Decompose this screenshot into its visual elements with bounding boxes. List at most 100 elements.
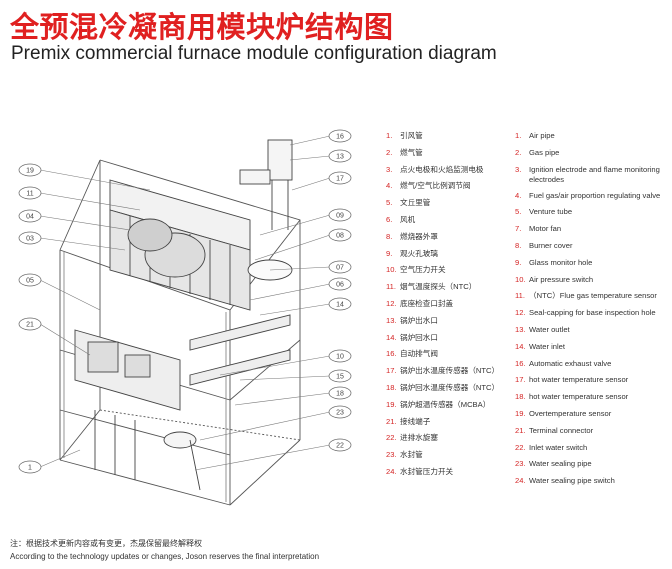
legend-item: 11.烟气温度探头（NTC） bbox=[386, 279, 499, 296]
legend-item: 19.锅炉超温传感器（MCBA） bbox=[386, 397, 499, 414]
legend-num: 19. bbox=[386, 399, 397, 409]
legend-text: Burner cover bbox=[529, 240, 573, 250]
legend-text: Water inlet bbox=[529, 341, 566, 351]
legend-num: 11. bbox=[386, 282, 396, 292]
legend-text: 锅炉出水口 bbox=[400, 315, 438, 325]
legend-item: 13.锅炉出水口 bbox=[386, 313, 499, 330]
legend-item: 23.Water sealing pipe bbox=[515, 456, 669, 473]
page-title-cn: 全预混冷凝商用模块炉结构图 bbox=[10, 10, 394, 44]
legend-num: 13. bbox=[515, 324, 526, 334]
callout-label: 13 bbox=[336, 154, 344, 161]
legend-text: 进排水旋塞 bbox=[400, 433, 438, 443]
legend-text: 接线端子 bbox=[400, 416, 431, 426]
legend-item: 1. 引风管 bbox=[386, 128, 499, 145]
legend-text: 锅炉回水温度传感器（NTC） bbox=[400, 382, 500, 392]
callout-label: 08 bbox=[336, 233, 344, 240]
legend-num: 10. bbox=[515, 274, 526, 284]
legend-item: 18.锅炉回水温度传感器（NTC） bbox=[386, 380, 499, 397]
callout-label: 15 bbox=[336, 374, 344, 381]
page-title-en: Premix commercial furnace module configu… bbox=[11, 43, 497, 64]
callout-label: 21 bbox=[26, 322, 34, 329]
legend-num: 4. bbox=[515, 190, 522, 200]
legend-num: 24. bbox=[515, 476, 526, 486]
legend-text: 引风管 bbox=[400, 131, 423, 140]
legend-text: hot water temperature sensor bbox=[529, 392, 629, 402]
legend-num: 14. bbox=[386, 332, 397, 342]
legend-item: 10.Air pressure switch bbox=[515, 272, 669, 289]
callout-label: 03 bbox=[26, 236, 34, 243]
legend-num: 17. bbox=[515, 375, 526, 385]
legend-num: 13. bbox=[386, 315, 397, 325]
legend-item: 5.文丘里管 bbox=[386, 195, 499, 212]
legend-num: 18. bbox=[386, 382, 397, 392]
legend-item: 2.燃气管 bbox=[386, 145, 499, 162]
legend-item: 21.接线端子 bbox=[386, 414, 499, 431]
legend-item: 8.燃烧器外罩 bbox=[386, 229, 499, 246]
legend-item: 4. Fuel gas/air proportion regulating val… bbox=[515, 188, 669, 205]
legend-num: 10. bbox=[386, 265, 397, 275]
legend-item: 22.Inlet water switch bbox=[515, 440, 669, 457]
legend-item: 9.Glass monitor hole bbox=[515, 255, 669, 272]
legend-item: 6.风机 bbox=[386, 212, 499, 229]
legend-text: Gas pipe bbox=[529, 147, 560, 157]
legend-num: 16. bbox=[515, 358, 526, 368]
legend-text: 风机 bbox=[400, 214, 416, 224]
legend-num: 9. bbox=[386, 248, 393, 258]
legend-item: 1.Air pipe bbox=[515, 128, 669, 145]
legend-item: 19.Overtemperature sensor bbox=[515, 406, 669, 423]
legend-num: 7. bbox=[515, 224, 522, 234]
legend-text: Fuel gas/air proportion regulating valve bbox=[529, 190, 661, 200]
legend-item: 4. 燃气/空气比例调节阀 bbox=[386, 178, 499, 195]
legend-num: 23. bbox=[386, 450, 397, 460]
callout-label: 14 bbox=[336, 302, 344, 309]
legend-item: 12.底座检查口封盖 bbox=[386, 296, 499, 313]
legend-text: 锅炉超温传感器（MCBA） bbox=[400, 399, 491, 409]
callout-label: 18 bbox=[336, 391, 344, 398]
footnote-cn: 注：根据技术更新内容或有变更，杰晟保留最终解释权 bbox=[10, 539, 202, 548]
legend-num: 2. bbox=[386, 147, 393, 157]
legend-text: 观火孔玻璃 bbox=[400, 248, 438, 258]
legend-num: 17. bbox=[386, 366, 397, 376]
legend-item: 17.hot water temperature sensor bbox=[515, 372, 669, 389]
legend-item: 24.Water sealing pipe switch bbox=[515, 473, 669, 490]
legend-item: 18.hot water temperature sensor bbox=[515, 389, 669, 406]
legend-num: 24. bbox=[386, 466, 397, 476]
legend-num: 3. bbox=[386, 164, 393, 174]
legend-item: 11.（NTC）Flue gas temperature sensor bbox=[515, 288, 669, 305]
legend-num: 4. bbox=[386, 181, 393, 191]
legend-item: 3.点火电极和火焰监测电极 bbox=[386, 162, 499, 179]
legend-text: Motor fan bbox=[529, 224, 562, 234]
legend-item: 16.自动排气阀 bbox=[386, 346, 499, 363]
callout-label: 17 bbox=[336, 176, 344, 183]
callout-label: 10 bbox=[336, 354, 344, 361]
legend-text: 燃气/空气比例调节阀 bbox=[400, 181, 471, 191]
callout-label: 07 bbox=[336, 265, 344, 272]
legend-num: 21. bbox=[386, 416, 397, 426]
footnote-en: According to the technology updates or c… bbox=[10, 552, 320, 561]
legend-item: 9. 观火孔玻璃 bbox=[386, 246, 499, 263]
legend-item: 17.锅炉出水温度传感器（NTC） bbox=[386, 363, 499, 380]
legend-text: 自动排气阀 bbox=[400, 349, 438, 359]
legend-num: 22. bbox=[386, 433, 397, 443]
legend-num: 5. bbox=[515, 207, 522, 217]
legend-num: 21. bbox=[515, 425, 526, 435]
legend-text: Inlet water switch bbox=[529, 442, 588, 452]
callout-label: 06 bbox=[336, 282, 344, 289]
legend-item: 5.Venture tube bbox=[515, 204, 669, 221]
legend-item: 14.Water inlet bbox=[515, 339, 669, 356]
legend-text: Water sealing pipe switch bbox=[529, 476, 615, 486]
legend-text: hot water temperature sensor bbox=[529, 375, 629, 385]
callout-label: 16 bbox=[336, 134, 344, 141]
legend-item: 16.Automatic exhaust valve bbox=[515, 356, 669, 373]
legend-num: 14. bbox=[515, 341, 526, 351]
legend-text: Overtemperature sensor bbox=[529, 408, 612, 418]
legend-item: 21.Terminal connector bbox=[515, 423, 669, 440]
legend-num: 16. bbox=[386, 349, 397, 359]
legend-text: 文丘里管 bbox=[400, 198, 431, 208]
legend-num: 2. bbox=[515, 147, 522, 157]
legend-list-en: 1.Air pipe 2.Gas pipe 3.Ignition electro… bbox=[515, 128, 669, 490]
legend-text: 底座检查口封盖 bbox=[400, 298, 454, 308]
legend-num: 1. bbox=[386, 131, 393, 140]
legend-item: 8.Burner cover bbox=[515, 238, 669, 255]
legend-num: 9. bbox=[515, 257, 522, 267]
